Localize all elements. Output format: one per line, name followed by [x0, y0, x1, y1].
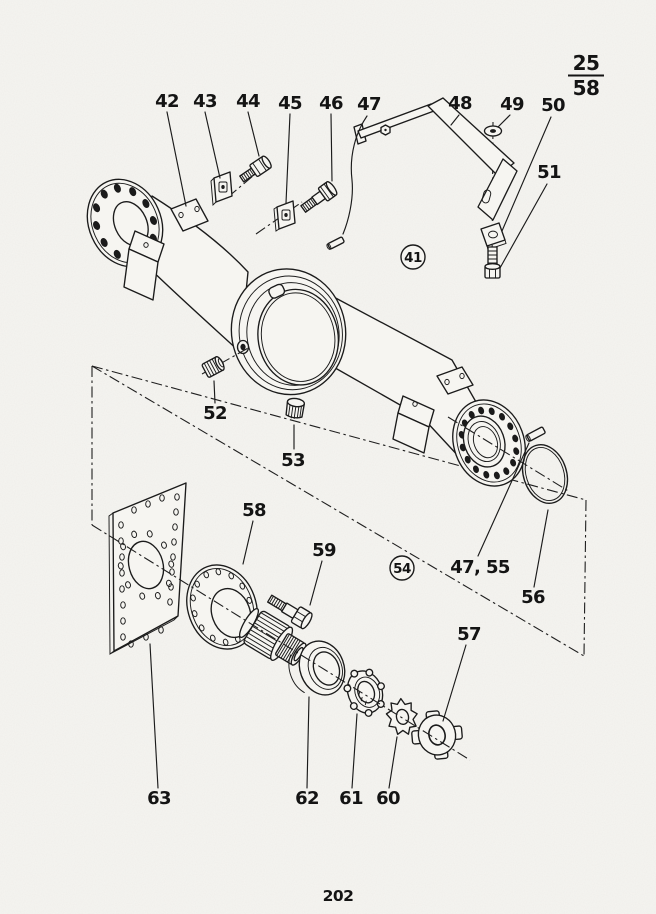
differential-housing-ring	[230, 268, 347, 396]
part-label-47: 47	[357, 94, 381, 115]
wheel-bolt-59	[266, 594, 313, 630]
left-mounting-pad	[170, 198, 209, 232]
leader-42	[166, 111, 187, 207]
part-label-47-55: 47, 55	[450, 557, 510, 578]
leader-44	[247, 111, 260, 157]
clamp43-axis	[227, 169, 261, 198]
part-label-53: 53	[281, 450, 305, 471]
leader-52	[213, 380, 216, 404]
part-label-45: 45	[278, 93, 302, 114]
leader-47-55	[477, 442, 530, 557]
gasket-plate-63	[108, 482, 187, 655]
page-number: 202	[323, 887, 354, 905]
leader-49	[497, 114, 511, 128]
support-bracket-48	[353, 97, 518, 221]
part-label-46: 46	[319, 93, 343, 114]
lock-washer-60	[385, 697, 418, 735]
hub-58	[186, 564, 307, 666]
part-label-44: 44	[236, 91, 260, 112]
circled-refs: 41 54	[389, 244, 426, 581]
part-label-58: 58	[242, 500, 266, 521]
part-label-50: 50	[541, 95, 565, 116]
clamp-plate-43	[210, 171, 233, 207]
thrust-collar-62	[288, 640, 346, 696]
part-label-43: 43	[193, 91, 217, 112]
leader-45	[285, 113, 291, 204]
threaded-stub	[275, 633, 307, 666]
leader-63	[149, 643, 159, 789]
slotted-nut-61	[343, 668, 385, 717]
part-label-57: 57	[457, 624, 481, 645]
flange-axis	[447, 416, 571, 493]
part-label-48: 48	[448, 93, 472, 114]
bolt-44	[239, 155, 272, 183]
leader-51	[499, 183, 548, 269]
bolt-51	[484, 246, 501, 279]
part-label-52: 52	[203, 403, 227, 424]
right-spring-seat	[392, 395, 435, 454]
dowel-pin-47	[326, 236, 345, 250]
circled-ref-54: 54	[389, 555, 415, 581]
leader-46	[330, 113, 333, 182]
circled-ref-41-text: 41	[404, 250, 422, 266]
right-end-parts	[447, 416, 571, 504]
circled-ref-54-text: 54	[393, 561, 411, 577]
sheet-reference: 25 58	[568, 51, 604, 100]
left-spring-seat	[123, 230, 165, 301]
bracket-48-group	[353, 97, 518, 279]
o-ring-56	[521, 444, 569, 504]
leader-62	[306, 696, 310, 789]
leader-43	[204, 111, 221, 179]
leader-48	[450, 114, 460, 126]
part-label-60: 60	[376, 788, 400, 809]
part-label-49: 49	[500, 94, 524, 115]
leader-56	[533, 509, 549, 588]
right-flange	[452, 399, 526, 487]
part-label-59: 59	[312, 540, 336, 561]
leader-60	[388, 736, 398, 789]
plugs	[201, 346, 306, 419]
clamp-plate-45	[273, 200, 296, 232]
leader-57	[442, 644, 467, 722]
filler-boss	[236, 339, 250, 355]
axle-housing	[86, 178, 526, 487]
leader-59	[309, 560, 323, 606]
dowel-pin-47-55	[525, 426, 546, 442]
circled-ref-41: 41	[400, 244, 426, 270]
leader-50	[501, 116, 552, 232]
part-label-63: 63	[147, 788, 171, 809]
part-label-61: 61	[339, 788, 363, 809]
panel-diagonal	[91, 365, 585, 657]
washer-49	[483, 125, 503, 137]
drain-plug-53	[285, 397, 306, 419]
part-labels: 42 43 44 45 46 47 48 49 50 51 52 53 58 5…	[147, 91, 566, 809]
leader-47	[342, 115, 368, 235]
sheet-ref-denominator: 58	[573, 76, 600, 100]
sheet-ref-numerator: 25	[573, 51, 600, 75]
upper-small-parts	[210, 155, 345, 250]
hub-axis	[91, 524, 471, 761]
part-label-42: 42	[155, 91, 179, 112]
leader-58	[242, 520, 254, 565]
leader-61	[351, 713, 358, 789]
right-mounting-pad	[436, 366, 474, 395]
part-label-56: 56	[521, 587, 545, 608]
filler-plug-52	[201, 356, 225, 378]
breather-tab	[268, 283, 286, 299]
leader-lines	[149, 111, 552, 789]
panel-right-edge	[583, 499, 587, 657]
part-label-51: 51	[537, 162, 561, 183]
hub-assembly	[91, 482, 471, 761]
bolt-46	[300, 181, 338, 213]
part-label-62: 62	[295, 788, 319, 809]
